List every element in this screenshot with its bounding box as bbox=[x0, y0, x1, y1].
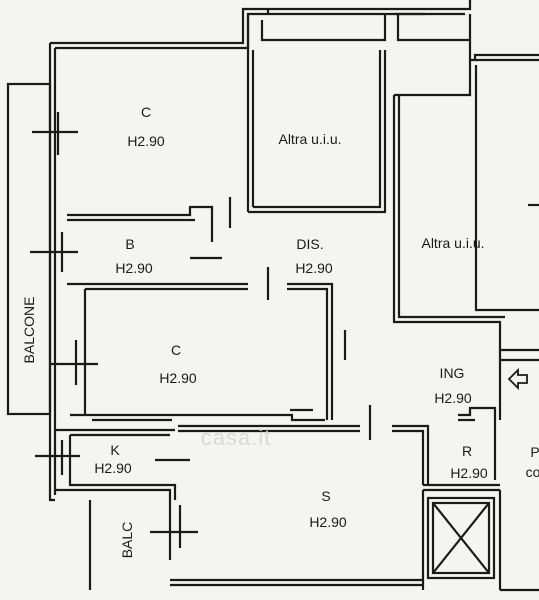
room-b-name: B bbox=[125, 236, 135, 252]
room-b-height: H2.90 bbox=[115, 260, 153, 276]
room-c-top-height: H2.90 bbox=[127, 133, 165, 149]
room-k-name: K bbox=[110, 442, 120, 458]
window-ticks bbox=[30, 10, 425, 560]
room-altra-right-name: Altra u.i.u. bbox=[421, 235, 485, 251]
room-c-top-name: C bbox=[140, 104, 152, 120]
balcone-label: BALCONE bbox=[21, 296, 37, 364]
room-ing-height: H2.90 bbox=[434, 390, 472, 406]
room-ing-name: ING bbox=[439, 365, 465, 381]
room-c-mid-name: C bbox=[170, 342, 182, 358]
entrance-arrow bbox=[507, 367, 528, 391]
room-s-height: H2.90 bbox=[309, 514, 347, 530]
room-r-height: H2.90 bbox=[450, 465, 488, 481]
room-s-name: S bbox=[321, 488, 331, 504]
watermark-text: casa.it bbox=[200, 425, 272, 450]
room-r-name: R bbox=[461, 443, 473, 459]
exterior-walls bbox=[6, 0, 539, 502]
interior-walls bbox=[55, 14, 539, 592]
edge-co-label: co bbox=[525, 464, 539, 480]
room-c-mid-height: H2.90 bbox=[159, 370, 197, 386]
door-openings bbox=[155, 197, 372, 548]
edge-p-label: P bbox=[530, 444, 539, 460]
room-k-height: H2.90 bbox=[94, 460, 132, 476]
room-dis-name: DIS. bbox=[296, 236, 324, 252]
room-altra-top-name: Altra u.i.u. bbox=[278, 131, 342, 147]
balc-label: BALC bbox=[119, 521, 135, 559]
room-dis-height: H2.90 bbox=[295, 260, 333, 276]
